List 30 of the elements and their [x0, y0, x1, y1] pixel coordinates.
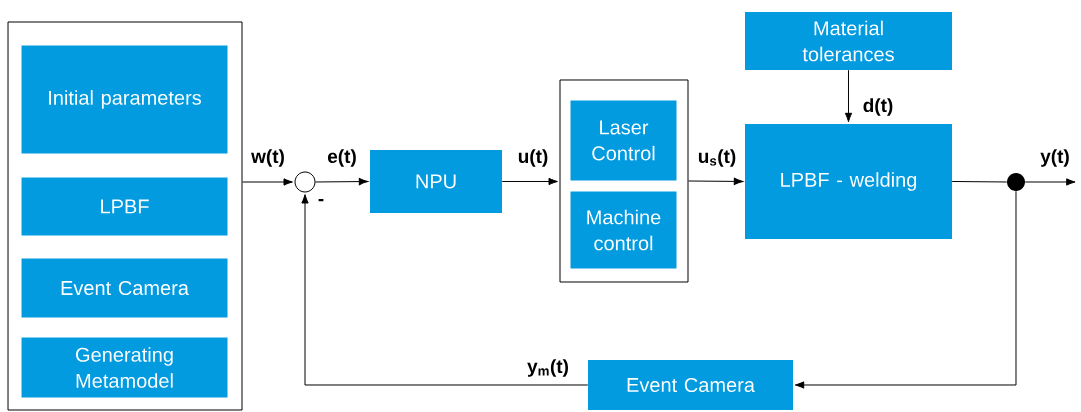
- process-box: Material tolerances: [745, 12, 952, 70]
- arrow: [501, 177, 558, 186]
- summing-junction: [294, 171, 316, 193]
- signal-label: d(t): [861, 97, 895, 117]
- arrow: [794, 190, 1017, 389]
- signal-label: w(t): [250, 148, 286, 168]
- sign-label: -: [318, 198, 324, 202]
- process-box: Initial parameters: [21, 45, 228, 154]
- process-box: LPBF - welding: [745, 124, 952, 239]
- arrow: [242, 178, 293, 186]
- signal-label: u(t): [516, 148, 550, 168]
- arrow: [301, 194, 589, 386]
- arrow: [844, 69, 853, 123]
- arrow: [1024, 178, 1076, 186]
- group-frame: [7, 21, 243, 411]
- signal-label: u$_{s}$(t): [696, 148, 738, 168]
- signal-label: y(t): [1039, 148, 1071, 168]
- signal-label: y$_{m}$(t): [526, 358, 570, 378]
- process-box: Generating Metamodel: [21, 337, 228, 398]
- signal-label: e(t): [326, 148, 358, 168]
- process-box: NPU: [370, 150, 502, 213]
- process-box: Event Camera: [588, 360, 793, 410]
- process-box: Machine control: [570, 191, 677, 269]
- arrow: [688, 177, 744, 186]
- process-box: LPBF: [21, 177, 228, 236]
- group-frame: [559, 79, 689, 283]
- process-box: Laser Control: [570, 100, 677, 181]
- arrow: [315, 177, 369, 186]
- process-box: Event Camera: [21, 258, 228, 318]
- branch-point: [1007, 173, 1025, 191]
